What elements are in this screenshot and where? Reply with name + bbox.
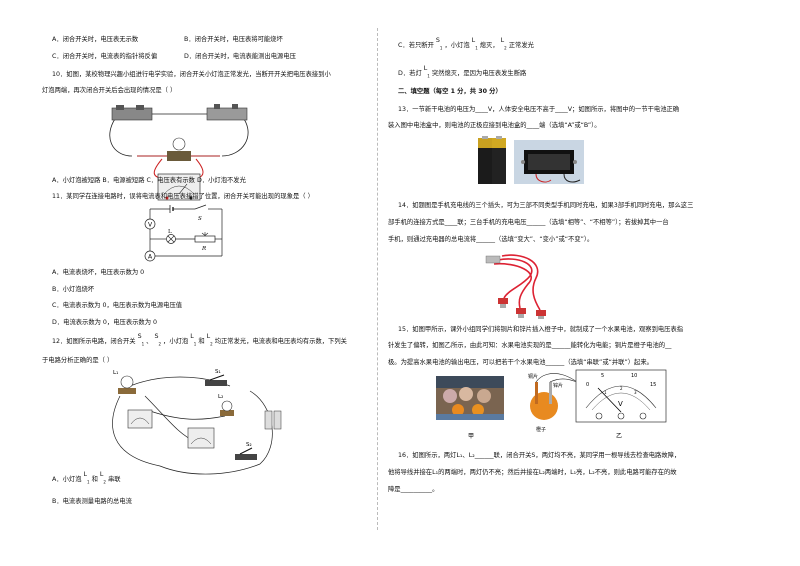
q12-l1: L (190, 333, 194, 340)
q15-tick-0: 0 (586, 382, 589, 388)
q15-fig-zinc: 锌片 (553, 382, 563, 389)
q15-tick-5: 5 (601, 373, 604, 379)
q12-a-l1-sub: 1 (87, 479, 90, 485)
q11-option-c: C．电流表示数为 0，电压表示数为电源电压值 (52, 302, 183, 309)
q12d-post: 突然熄灭，是因为电压表发生断路 (431, 70, 527, 77)
q12-text-2: 、 (146, 338, 153, 345)
q12c-l2-sub: 2 (504, 45, 507, 51)
q11-stem: 11．某同学在连接电路时，误将电流表和电压表接错了位置，闭合开关可能出现的现象是… (52, 193, 314, 200)
q12d-pre: D．若灯 (398, 70, 422, 77)
q12-option-c: C．若只断开 S1 ，小灯泡 L1 熄灭， L2 正常发光 (398, 37, 534, 51)
q12-a-l2-sub: 2 (103, 479, 106, 485)
q12c-s-sub: 1 (439, 45, 443, 51)
q12-fig-l2: L₂ (218, 394, 223, 400)
q12-stem-line2: 于电路分析正确的是（ ） (42, 357, 114, 364)
q12-option-d: D．若灯 L1 突然熄灭，是因为电压表发生断路 (398, 65, 527, 79)
q12-text-1: 12．如图所示电路，闭合开关 (52, 338, 136, 345)
q9-option-d: D．闭合开关时，电流表能测出电源电压 (184, 53, 296, 60)
q12-s2: S (154, 333, 159, 340)
q15-line3: 极。为提高水果电池的输出电压，可以把若干个水果电池______（选填“串联”或“… (388, 359, 653, 366)
q14-line3: 手机，则通过充电器的总电流将______（选填“变大”、“变小”或“不变”）。 (388, 236, 594, 243)
q12-stem-line1: 12．如图所示电路，闭合开关 S1 、 S2 ，小灯泡 L1 和 L2 均正常发… (52, 333, 347, 347)
q12-a-pre: A．小灯泡 (52, 476, 82, 483)
q12-circuit-figure: L₁ S₁ L₂ S₂ (100, 366, 290, 481)
section-fill-in-heading: 二、填空题（每空 1 分，共 30 分） (398, 88, 502, 95)
q12-fig-s2: S₂ (246, 442, 252, 448)
q15-tick-2: 2 (620, 386, 623, 391)
q9-option-c: C．闭合开关时，电流表的指针将反偏 (52, 53, 158, 60)
column-divider (377, 28, 378, 530)
q12-a-l1: L (83, 471, 88, 478)
q15-line1: 15．如图甲所示，课外小组同学们将铜片和锌片插入橙子中，就制成了一个水果电池，观… (398, 326, 684, 333)
q14-line1: 14．如题图是手机充电线的三个插头，可为三部不同类型手机同时充电，如果3部手机同… (398, 202, 694, 209)
q12c-s: S (435, 37, 440, 44)
q12d-l1-sub: 1 (427, 73, 430, 79)
q12-s2-sub: 2 (158, 341, 162, 347)
q10-options: A．小灯泡被短路 B．电源被短路 C．电压表有示数 D．小灯泡不发光 (52, 177, 246, 184)
q12-l2: L (206, 333, 211, 340)
q12-s1-sub: 1 (141, 341, 145, 347)
q11-option-d: D．电流表示数为 0，电压表示数为 0 (52, 319, 158, 326)
q16-line2: 他将导线并接在L₁的两端时，两灯仍不亮；然后并接在L₂两端时，L₁亮，L₂不亮，… (388, 469, 677, 476)
q10-circuit-figure (92, 96, 262, 201)
q15-meter-unit: V (618, 400, 623, 408)
q11-switch-label: S (198, 216, 202, 222)
q11-circuit-figure: V A S L R (140, 204, 230, 264)
q11-lamp-label: L (168, 229, 172, 235)
q11-voltmeter-label: V (148, 222, 153, 229)
q10-stem-line2: 灯泡两端，再次闭合开关后会出现的情况是（ ） (42, 87, 177, 94)
q12-text-3: ，小灯泡 (163, 338, 189, 345)
q15-tick-10: 10 (631, 373, 637, 379)
q12c-l1: L (471, 37, 476, 44)
q9-option-a: A．闭合开关时，电压表无示数 (52, 36, 139, 43)
q12d-l1: L (423, 65, 428, 72)
q12-a-post: 串联 (107, 476, 121, 483)
q14-line2: 部手机的连接方式是____联；三台手机的充电电压______（选填“相等”、“不… (388, 219, 669, 226)
q11-rheostat-label: R (201, 246, 206, 252)
q12c-l2: L (500, 37, 505, 44)
q12-s1: S (137, 333, 142, 340)
q12-fig-s1: S₁ (215, 369, 221, 375)
q12-fig-l1: L₁ (113, 370, 118, 376)
q12-option-a: A．小灯泡 L1 和 L2 串联 (52, 471, 121, 485)
q14-charging-cable-figure (478, 250, 558, 320)
q10-stem-line1: 10．如图，某校物理兴趣小组进行电学实验，闭合开关小灯泡正常发光，当断开开关把电… (52, 71, 331, 78)
q15-tick-15: 15 (650, 382, 656, 388)
q15-fruit-battery-figure: 甲 铜片 锌片 橙子 0 5 10 15 1 2 3 V (436, 366, 726, 442)
q12-option-b: B．电流表测量电路的总电流 (52, 498, 132, 505)
q12-l2-sub: 2 (210, 341, 213, 347)
q11-option-a: A．电流表烧坏，电压表示数为 0 (52, 269, 145, 276)
q13-battery-figure (476, 136, 586, 188)
q9-option-b: B．闭合开关时，电压表将可能烧坏 (184, 36, 283, 43)
q15-fig-yi: 乙 (616, 433, 622, 440)
q15-tick-1: 1 (604, 390, 607, 395)
q12-l1-sub: 1 (193, 341, 197, 347)
q13-line2: 装入图中电池盒中，则电池的正极应接到电池盒的____端（选填“A”或“B”）。 (388, 122, 601, 129)
q12-a-l2: L (99, 471, 104, 478)
q15-line2: 针发生了偏转，如图乙所示，由此可知：水果电池实现的是______能转化为电能；铜… (388, 342, 672, 349)
q13-line1: 13．一节新干电池的电压为____V，人体安全电压不高于____V；如图所示，将… (398, 106, 680, 113)
q12-a-mid: 和 (91, 476, 98, 483)
q12c-l1-sub: 1 (475, 45, 478, 51)
q11-ammeter-label: A (148, 254, 153, 261)
q12c-mid: ，小灯泡 (444, 42, 470, 49)
q12c-pre: C．若只断开 (398, 42, 434, 49)
q15-fig-orange: 橙子 (536, 426, 546, 433)
q11-option-b: B．小灯泡烧坏 (52, 286, 95, 293)
q15-tick-3: 3 (634, 390, 637, 395)
q12c-mid2: 熄灭， (479, 42, 499, 49)
q15-fig-copper: 铜片 (528, 373, 538, 380)
q12c-post: 正常发光 (508, 42, 534, 49)
q12-text-4: 和 (198, 338, 205, 345)
q15-fig-jia: 甲 (468, 433, 474, 440)
q12-text-5: 均正常发光，电流表和电压表均有示数，下列关 (214, 338, 347, 345)
q16-line3: 障是__________。 (388, 486, 439, 493)
q16-line1: 16．如图所示，两灯L₁、L₂______联，闭合开关S，两灯均不亮，某同学用一… (398, 452, 681, 459)
